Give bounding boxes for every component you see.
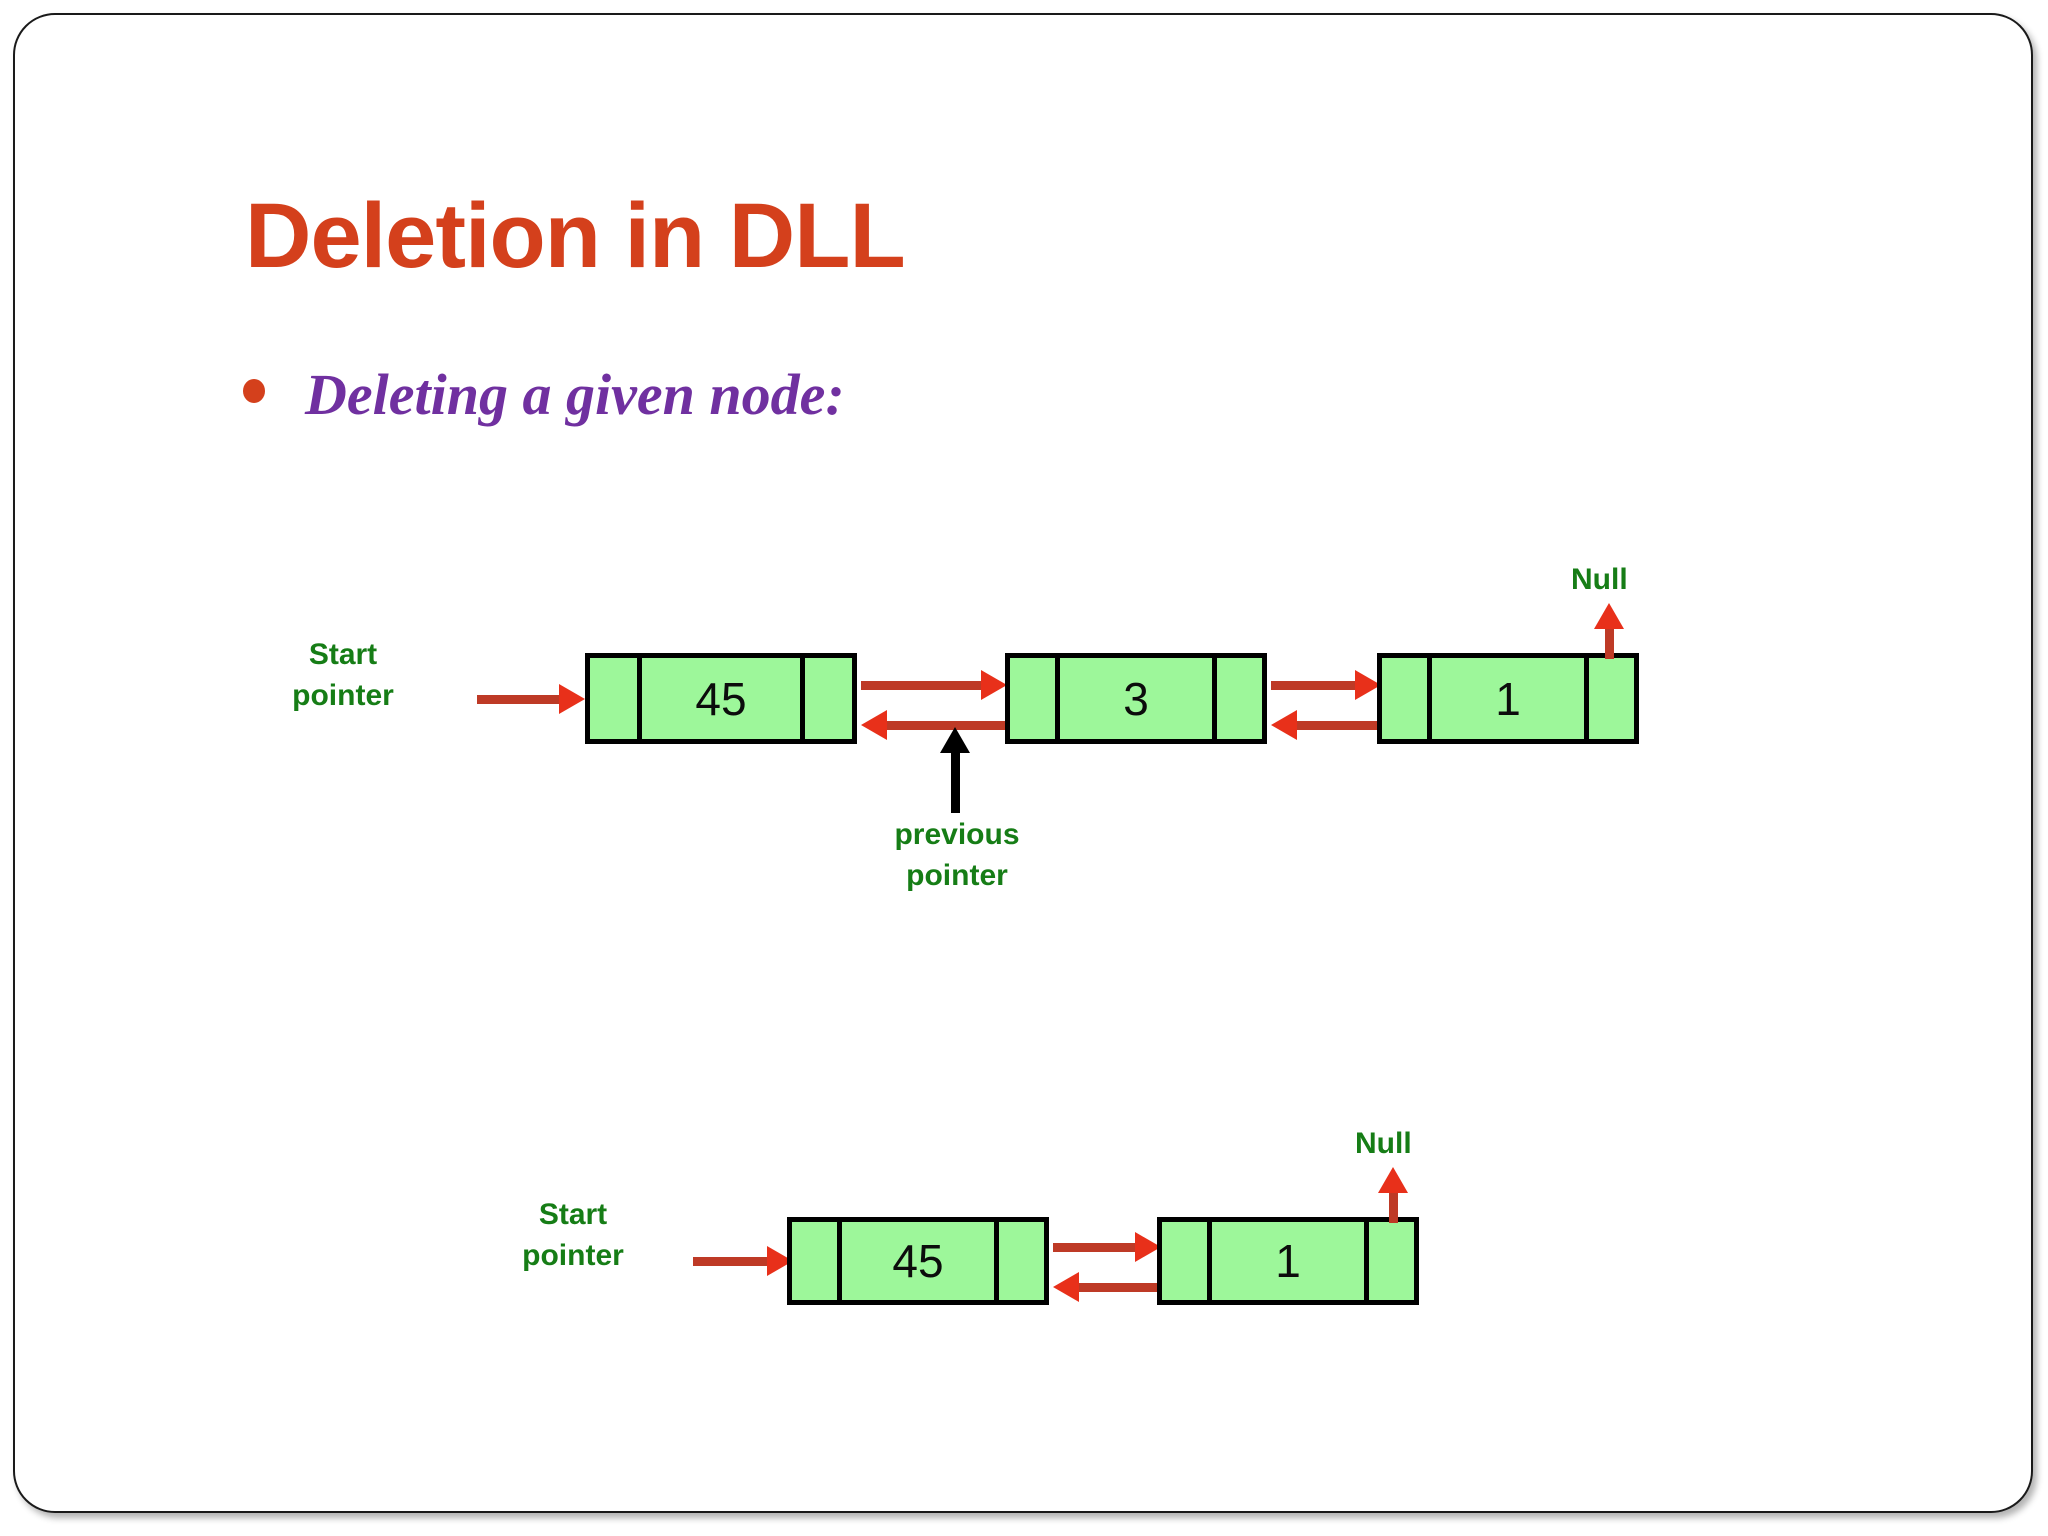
node-2-before: 3 bbox=[1005, 653, 1267, 744]
start-pointer-label-1: Start pointer bbox=[292, 638, 394, 712]
diagram-before-deletion: Start pointer 45 bbox=[15, 15, 2035, 1515]
node-data-cell: 1 bbox=[1432, 658, 1584, 739]
diagram-after-deletion: Start pointer 45 1 bbox=[15, 15, 2035, 1515]
node-data-cell: 45 bbox=[842, 1222, 994, 1300]
bullet-dot-icon bbox=[243, 379, 265, 403]
node-data-cell: 3 bbox=[1060, 658, 1212, 739]
null-label-before: Null bbox=[1571, 563, 1628, 596]
node-next-cell bbox=[1584, 658, 1634, 739]
node-prev-cell bbox=[1010, 658, 1060, 739]
previous-pointer-label: previous pointer bbox=[894, 818, 1020, 892]
bullet-row: Deleting a given node: bbox=[243, 362, 845, 427]
node-1-after: 45 bbox=[787, 1217, 1049, 1305]
bullet-text: Deleting a given node: bbox=[305, 362, 845, 427]
node-3-before: 1 bbox=[1377, 653, 1639, 744]
null-label-after: Null bbox=[1355, 1127, 1412, 1160]
node-data-cell: 1 bbox=[1212, 1222, 1364, 1300]
start-pointer-label-2: Start pointer bbox=[522, 1198, 624, 1272]
slide-frame: Deletion in DLL Deleting a given node: S… bbox=[13, 13, 2033, 1513]
node-prev-cell bbox=[792, 1222, 842, 1300]
node-next-cell bbox=[994, 1222, 1044, 1300]
node-prev-cell bbox=[590, 658, 642, 739]
node-2-after: 1 bbox=[1157, 1217, 1419, 1305]
node-1-before: 45 bbox=[585, 653, 857, 744]
node-data-cell: 45 bbox=[642, 658, 800, 739]
node-next-cell bbox=[800, 658, 852, 739]
node-prev-cell bbox=[1162, 1222, 1212, 1300]
node-next-cell bbox=[1212, 658, 1262, 739]
node-prev-cell bbox=[1382, 658, 1432, 739]
page-title: Deletion in DLL bbox=[245, 185, 906, 287]
node-next-cell bbox=[1364, 1222, 1414, 1300]
